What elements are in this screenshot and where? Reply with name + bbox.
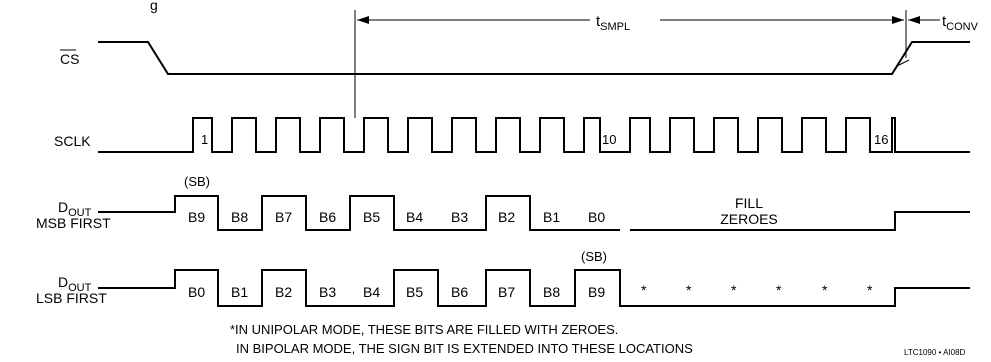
msb-bit-2: B8 <box>231 209 248 225</box>
lsb-asterisk: * <box>731 282 737 298</box>
t-smpl-label: tSMPL <box>596 13 630 33</box>
t-conv-label: tCONV <box>942 13 979 33</box>
msb-bit-9: B1 <box>543 209 560 225</box>
lsb-bit-4: B3 <box>319 284 336 300</box>
lsb-bit-5: B4 <box>363 284 380 300</box>
lsb-bit-6: B5 <box>406 284 423 300</box>
msb-bit-10: B0 <box>588 209 605 225</box>
lsb-asterisk: * <box>867 282 873 298</box>
cs-label: CS <box>60 51 79 67</box>
t-smpl-label-bg <box>590 8 660 32</box>
fill-zeroes-line1: FILL <box>735 195 763 211</box>
footnote-line2: IN BIPOLAR MODE, THE SIGN BIT IS EXTENDE… <box>236 341 693 356</box>
lsb-asterisk: * <box>686 282 692 298</box>
lsb-bit-10: B9 <box>588 284 605 300</box>
dout-msb-waveform <box>98 195 620 231</box>
dout-lsb-label: DOUT <box>58 274 92 294</box>
msb-bit-4: B6 <box>319 209 336 225</box>
msb-bit-3: B7 <box>275 209 292 225</box>
sclk-tick-10: 10 <box>602 132 616 147</box>
msb-bit-5: B5 <box>363 209 380 225</box>
msb-first-label: MSB FIRST <box>36 215 111 231</box>
dout-msb-label: DOUT <box>58 199 92 219</box>
msb-bit-8: B2 <box>498 209 515 225</box>
lsb-bit-3: B2 <box>275 284 292 300</box>
partial-title: g <box>150 0 158 13</box>
dout-msb-tail <box>630 211 970 231</box>
footnote-line1: *IN UNIPOLAR MODE, THESE BITS ARE FILLED… <box>230 322 618 337</box>
sclk-tick-16: 16 <box>874 132 888 147</box>
sclk-tick-1: 1 <box>201 132 208 147</box>
t-smpl-left-arrowhead <box>357 16 369 24</box>
msb-sb-label: (SB) <box>184 174 210 189</box>
fill-zeroes-line2: ZEROES <box>720 211 778 227</box>
lsb-bit-9: B8 <box>543 284 560 300</box>
lsb-asterisk: * <box>822 282 828 298</box>
msb-bit-6: B4 <box>406 209 423 225</box>
dout-lsb-waveform <box>98 269 970 307</box>
cs-waveform <box>98 41 970 75</box>
sclk-waveform <box>98 117 970 153</box>
t-conv-arrowhead <box>908 16 920 24</box>
t-smpl-right-arrowhead <box>892 16 904 24</box>
lsb-bit-2: B1 <box>231 284 248 300</box>
lsb-asterisk: * <box>641 282 647 298</box>
lsb-bit-7: B6 <box>451 284 468 300</box>
figure-id: LTC1090 • AI08D <box>904 348 966 357</box>
lsb-bit-1: B0 <box>188 284 205 300</box>
msb-bit-7: B3 <box>451 209 468 225</box>
sclk-label: SCLK <box>54 133 91 149</box>
lsb-sb-label: (SB) <box>581 249 607 264</box>
cs-edge-tick <box>896 59 910 67</box>
lsb-first-label: LSB FIRST <box>36 290 107 306</box>
msb-bit-1: B9 <box>188 209 205 225</box>
lsb-bit-8: B7 <box>498 284 515 300</box>
lsb-asterisk: * <box>776 282 782 298</box>
